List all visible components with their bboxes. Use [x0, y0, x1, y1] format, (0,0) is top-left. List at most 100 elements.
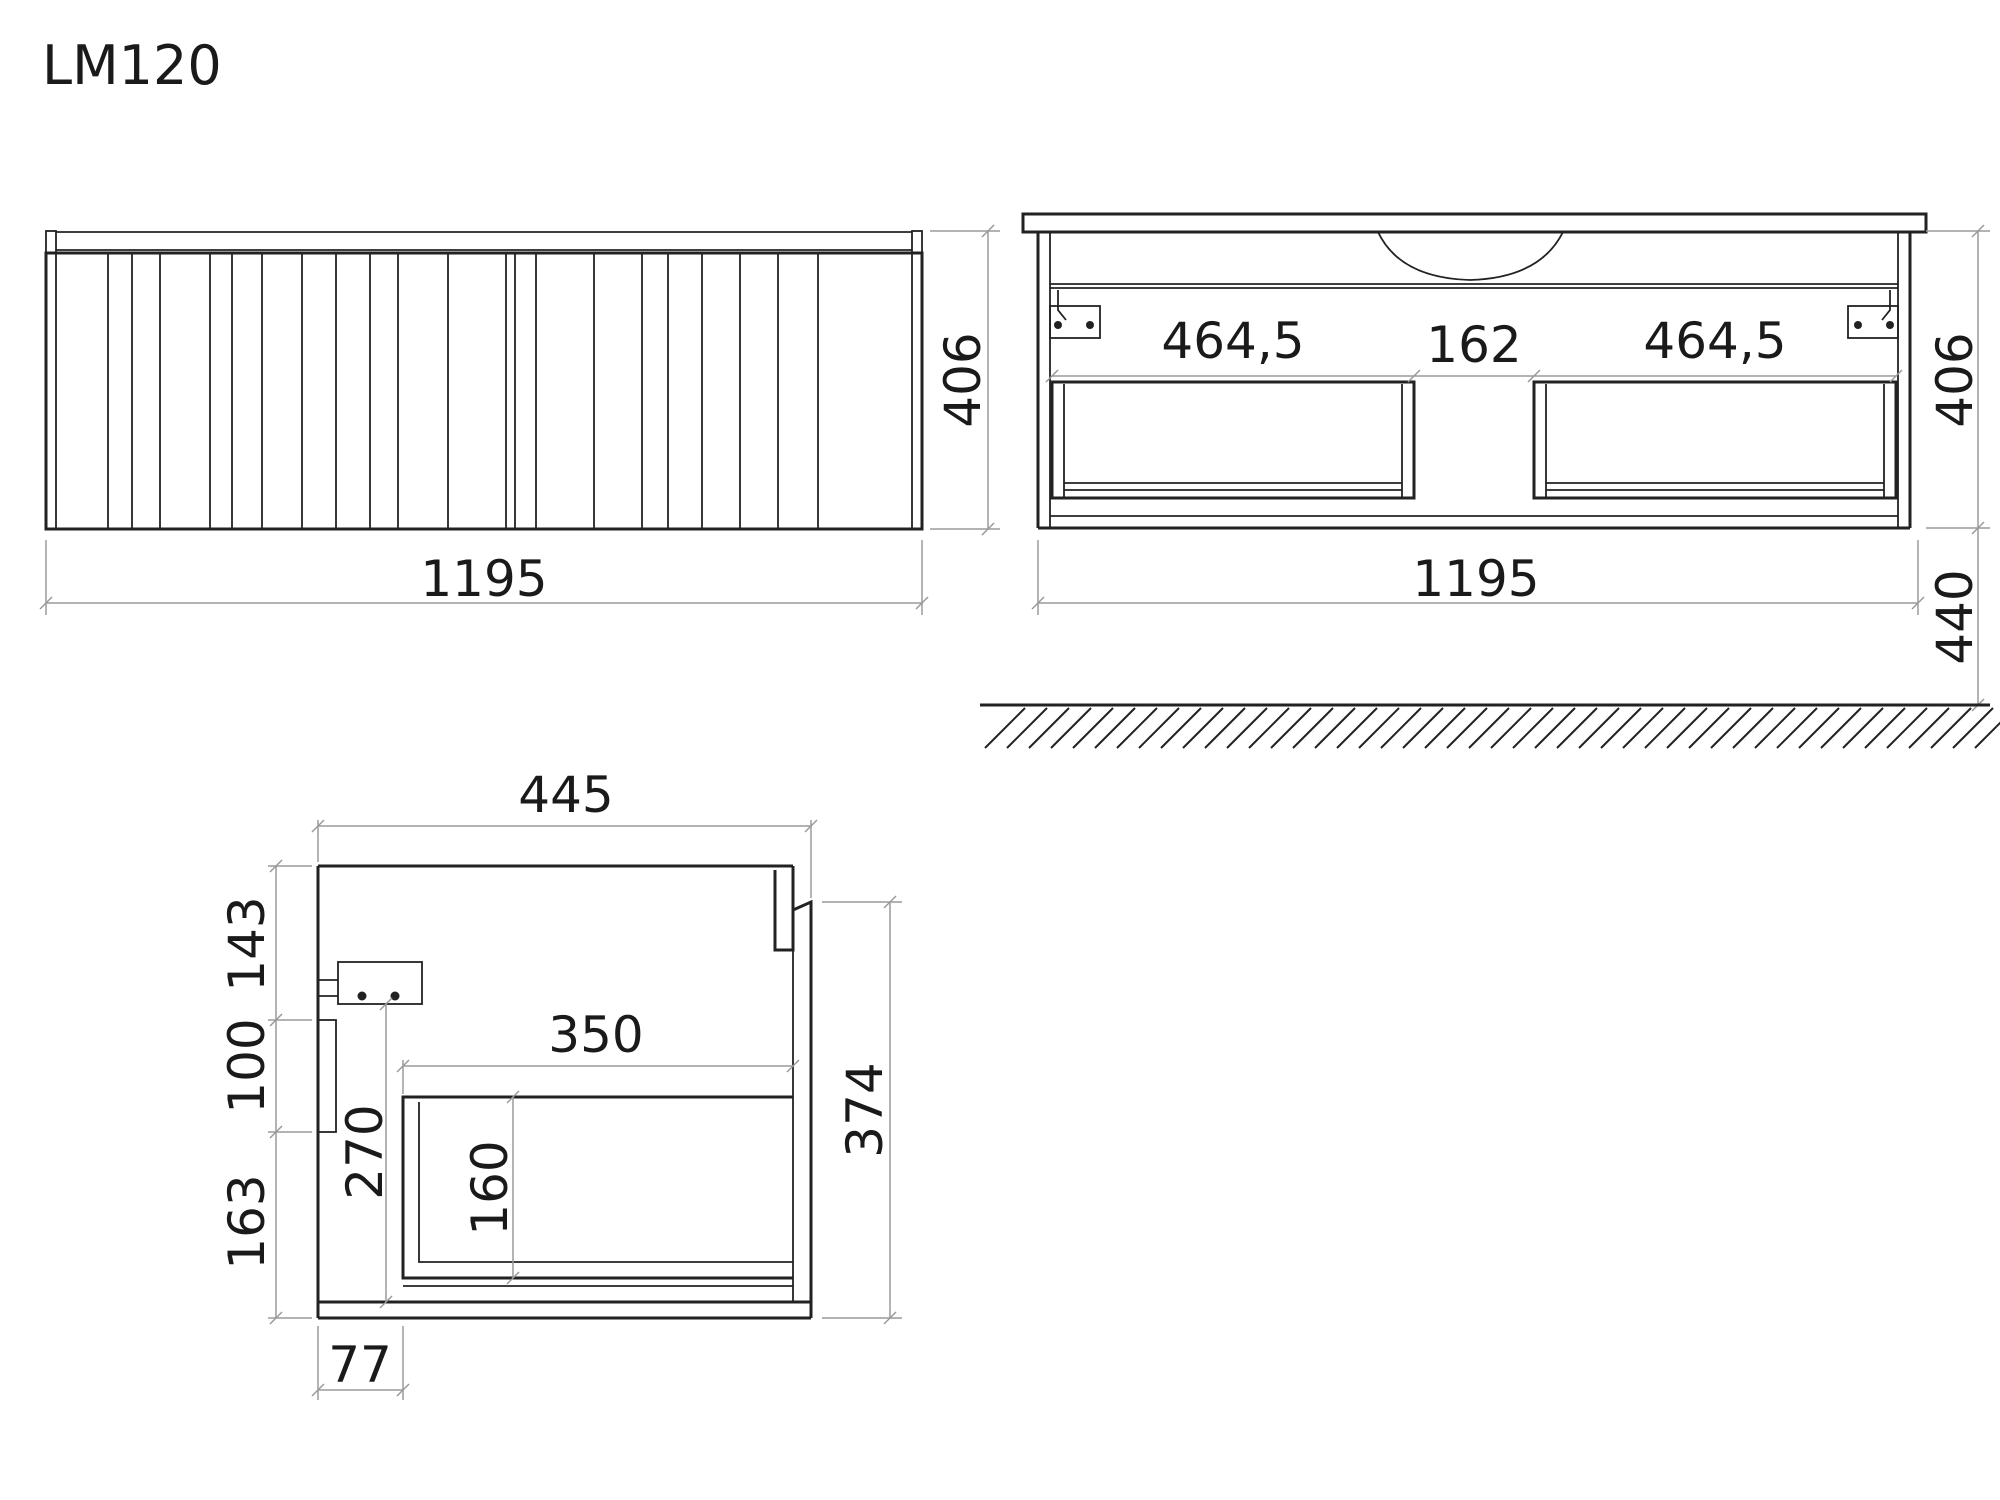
hatch-line — [1116, 707, 1158, 749]
hatch-line — [1512, 707, 1554, 749]
drawer-chain-tick-2 — [1407, 369, 1421, 383]
side-top-front-lip — [773, 866, 795, 952]
bracket-left — [1049, 305, 1101, 339]
front-height-tick-top — [981, 224, 995, 238]
hatch-line — [1842, 707, 1884, 749]
drawer-right-width-label: 464,5 — [1643, 312, 1786, 370]
hatch-line — [1578, 707, 1620, 749]
hatch-line — [1886, 707, 1928, 749]
side-drawer — [401, 1095, 793, 1280]
chain-tick-3 — [269, 1125, 283, 1139]
hatch-line — [1094, 707, 1136, 749]
hatch-line — [1644, 707, 1686, 749]
chain-tick-1 — [269, 859, 283, 873]
back-offset-tick-right — [396, 1383, 410, 1397]
drawer-chain-tick-1 — [1045, 369, 1059, 383]
hatch-line — [1688, 707, 1730, 749]
rear-view: 464,5 162 464,5 1195 406 440 — [980, 212, 2000, 749]
front-width-label: 1195 — [420, 550, 547, 608]
drawer-left-width-label: 464,5 — [1161, 312, 1304, 370]
hatch-line — [1446, 707, 1488, 749]
basin-outline — [1377, 231, 1564, 281]
side-height-tick-top — [883, 895, 897, 909]
side-depth-tick-left — [311, 819, 325, 833]
hatch-line — [1732, 707, 1774, 749]
hatch-line — [1336, 707, 1378, 749]
back-offset-label: 77 — [328, 1336, 392, 1394]
hatch-line — [1072, 707, 1114, 749]
drawer-depth-tick-left — [396, 1059, 410, 1073]
hatch-line — [1908, 707, 1950, 749]
front-fluting — [107, 253, 819, 529]
hatch-line — [1556, 707, 1598, 749]
rear-countertop — [1021, 212, 1928, 234]
side-height-tick-bottom — [883, 1311, 897, 1325]
hatch-line — [1182, 707, 1224, 749]
rear-width-tick-left — [1031, 596, 1045, 610]
bracket-right-screw-2 — [1886, 321, 1894, 329]
bracket-right-screw-1 — [1854, 321, 1862, 329]
front-width-tick-left — [39, 596, 53, 610]
side-bracket-screw-2 — [390, 991, 400, 1001]
back-offset-tick-left — [311, 1383, 325, 1397]
front-view: 1195 406 — [39, 224, 1000, 615]
front-height-label: 406 — [934, 332, 992, 427]
chain-tick-4 — [269, 1311, 283, 1325]
side-front-door — [792, 899, 813, 1318]
hatch-line — [1028, 707, 1070, 749]
side-bracket-screw-1 — [357, 991, 367, 1001]
inner-height-label: 270 — [336, 1104, 394, 1199]
bracket-left-screw-1 — [1054, 321, 1062, 329]
rear-width-tick-right — [1911, 596, 1925, 610]
hatch-line — [1358, 707, 1400, 749]
side-bracket — [337, 961, 423, 1005]
drawer-height-tick-bottom — [506, 1271, 520, 1285]
hatch-line — [1864, 707, 1906, 749]
hatch-line — [1226, 707, 1268, 749]
hatch-line — [1248, 707, 1290, 749]
hatch-line — [1600, 707, 1642, 749]
rear-height-tick-mid — [1971, 521, 1985, 535]
drawer-chain-tick-3 — [1527, 369, 1541, 383]
hatch-line — [984, 707, 1026, 749]
front-top-left-cap — [45, 230, 57, 254]
rear-height-label: 406 — [1926, 332, 1984, 427]
drawer-left — [1050, 380, 1416, 500]
hatch-line — [1138, 707, 1180, 749]
hatch-line — [1314, 707, 1356, 749]
drawer-right — [1532, 380, 1898, 500]
chain-tick-2 — [269, 1013, 283, 1027]
hatch-line — [1952, 707, 1994, 749]
side-height-label: 374 — [836, 1062, 894, 1157]
hatch-line — [1776, 707, 1818, 749]
hatch-line — [1160, 707, 1202, 749]
hatch-line — [1820, 707, 1862, 749]
model-title: LM120 — [42, 34, 222, 97]
side-depth-label: 445 — [518, 766, 613, 824]
front-width-tick-right — [915, 596, 929, 610]
top-offset-label: 143 — [218, 896, 276, 991]
hatch-line — [1292, 707, 1334, 749]
side-depth-tick-right — [804, 819, 818, 833]
hatch-line — [1050, 707, 1092, 749]
front-height-tick-bottom — [981, 522, 995, 536]
drawer-chain-tick-4 — [1889, 369, 1903, 383]
hatch-line — [1710, 707, 1752, 749]
hatch-line — [1666, 707, 1708, 749]
front-body — [44, 251, 924, 531]
rear-height-tick-top — [1971, 224, 1985, 238]
bracket-left-hook — [1057, 290, 1067, 321]
drawer-height-label: 160 — [461, 1140, 519, 1235]
drawer-depth-label: 350 — [548, 1006, 643, 1064]
hatch-line — [1490, 707, 1532, 749]
floor-clearance-label: 440 — [1926, 569, 1984, 664]
side-drawer-inner — [418, 1102, 793, 1263]
hatch-line — [1270, 707, 1312, 749]
hatch-line — [1006, 707, 1048, 749]
hatch-line — [1798, 707, 1840, 749]
side-bracket-arm — [318, 979, 338, 997]
inner-height-tick-bottom — [379, 1295, 393, 1309]
hatch-line — [1402, 707, 1444, 749]
hatch-line — [1424, 707, 1466, 749]
bracket-left-screw-2 — [1086, 321, 1094, 329]
